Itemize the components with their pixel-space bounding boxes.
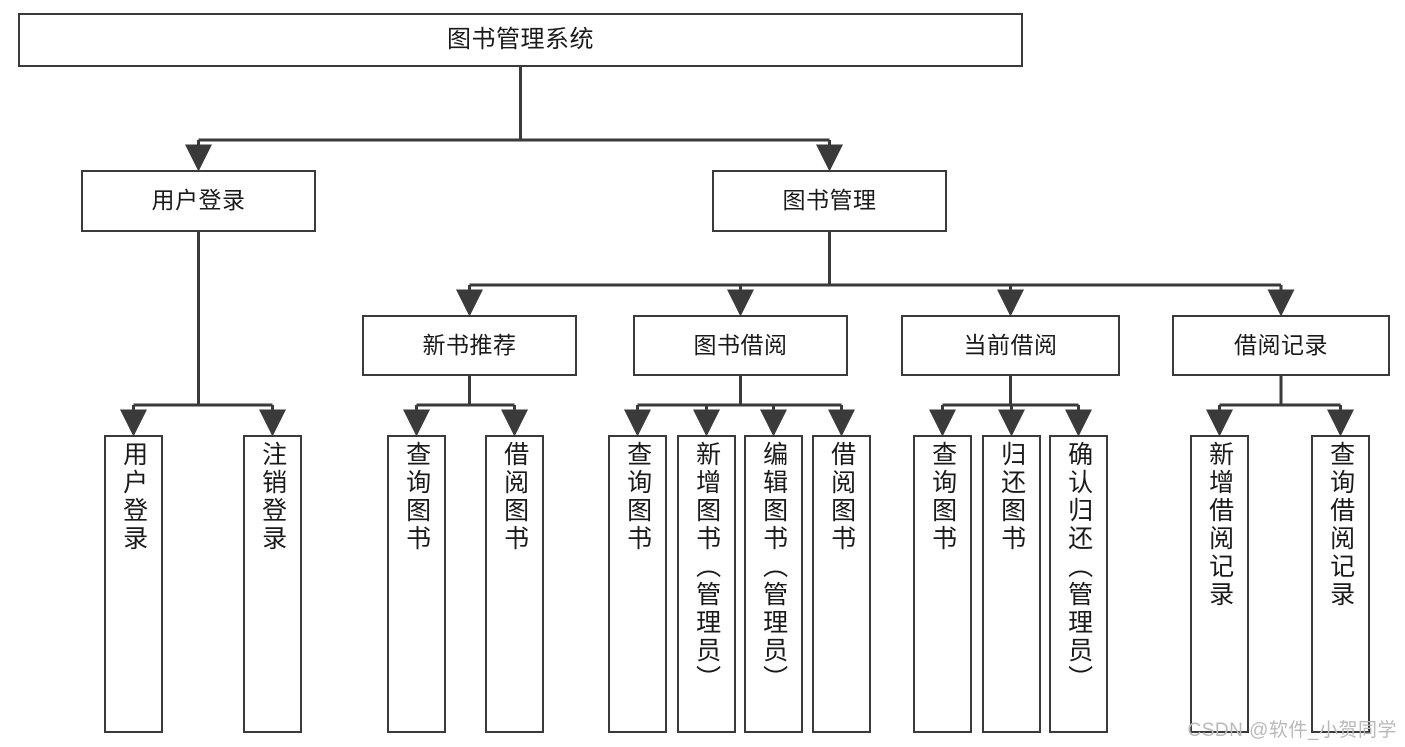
node-login[interactable]: 用户登录 [81, 170, 316, 232]
node-l-confirm[interactable]: 确认归还（管理员） [1049, 435, 1108, 733]
node-label: 查询图书 [402, 441, 431, 553]
node-l-return[interactable]: 归还图书 [982, 435, 1041, 733]
node-label: 图书管理系统 [447, 25, 594, 53]
node-label: 新增借阅记录 [1205, 441, 1234, 609]
node-label: 当前借阅 [963, 331, 1058, 358]
node-l-bbook1[interactable]: 借阅图书 [485, 435, 544, 733]
node-label: 借阅图书 [827, 441, 856, 553]
node-label: 借阅记录 [1234, 331, 1328, 358]
node-label: 查询图书 [623, 441, 652, 553]
node-label: 用户登录 [151, 187, 246, 214]
node-label: 查询图书 [928, 441, 957, 553]
node-root[interactable]: 图书管理系统 [18, 13, 1023, 67]
node-l-addrec[interactable]: 新增借阅记录 [1190, 435, 1249, 733]
node-l-addbook[interactable]: 新增图书（管理员） [677, 435, 736, 733]
node-l-bbook2[interactable]: 借阅图书 [812, 435, 871, 733]
node-label: 注销登录 [258, 441, 287, 553]
node-records[interactable]: 借阅记录 [1172, 315, 1390, 376]
node-label: 确认归还（管理员） [1064, 441, 1093, 693]
node-l-logout[interactable]: 注销登录 [243, 435, 302, 733]
node-l-qrec[interactable]: 查询借阅记录 [1311, 435, 1370, 733]
node-label: 用户登录 [119, 441, 148, 553]
node-l-qbook2[interactable]: 查询图书 [608, 435, 667, 733]
node-label: 归还图书 [997, 441, 1026, 553]
node-label: 新增图书（管理员） [692, 441, 721, 693]
watermark: CSDN @软件_小贺同学 [1187, 720, 1397, 741]
node-current[interactable]: 当前借阅 [901, 315, 1120, 376]
node-label: 查询借阅记录 [1326, 441, 1355, 609]
node-bookmgmt[interactable]: 图书管理 [712, 170, 947, 232]
node-label: 编辑图书（管理员） [759, 441, 788, 693]
node-label: 新书推荐 [422, 331, 517, 358]
node-l-qbook3[interactable]: 查询图书 [913, 435, 972, 733]
node-borrow[interactable]: 图书借阅 [633, 315, 848, 376]
node-label: 图书管理 [782, 187, 877, 214]
node-l-editbook[interactable]: 编辑图书（管理员） [744, 435, 803, 733]
node-label: 借阅图书 [500, 441, 529, 553]
node-l-qbook1[interactable]: 查询图书 [387, 435, 446, 733]
node-l-login[interactable]: 用户登录 [104, 435, 163, 733]
node-label: 图书借阅 [693, 331, 788, 358]
node-newrec[interactable]: 新书推荐 [362, 315, 577, 376]
